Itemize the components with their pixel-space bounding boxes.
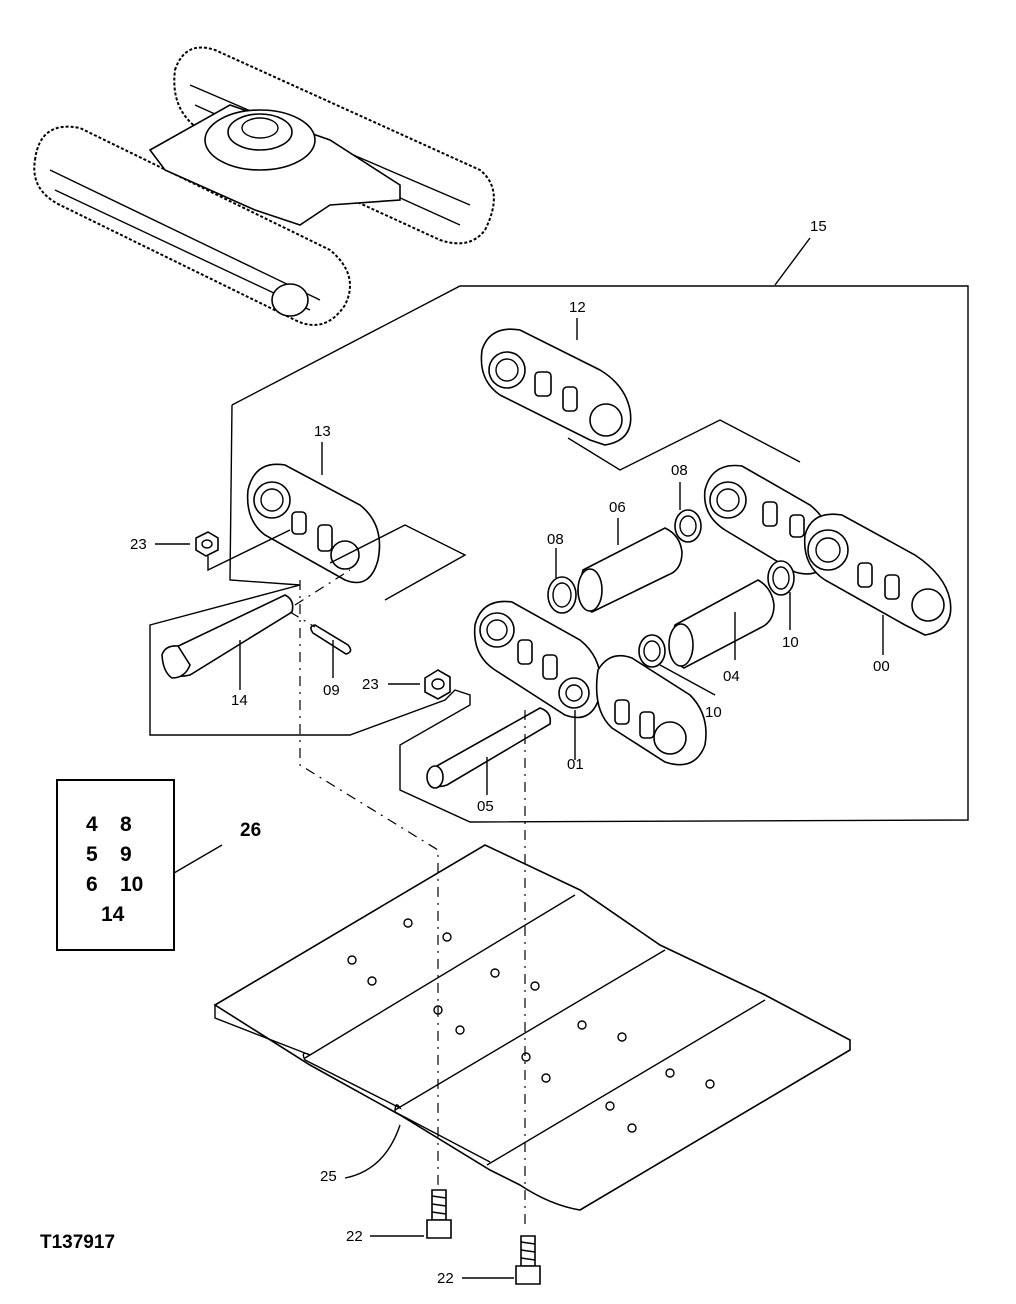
callout-23-lower: 23	[362, 676, 379, 693]
nut-23-lower	[388, 669, 451, 700]
callout-04: 04	[723, 668, 740, 685]
kit-item: 10	[120, 873, 144, 896]
seal-08-right	[674, 482, 702, 543]
callout-08-right: 08	[671, 462, 688, 479]
seal-08-left	[547, 548, 577, 614]
pin-14	[161, 569, 351, 690]
bushing-04	[668, 579, 775, 669]
kit-26-leader	[173, 844, 223, 874]
kit-item: 8	[120, 813, 132, 836]
callout-25: 25	[320, 1168, 337, 1185]
callout-13: 13	[314, 423, 331, 440]
callout-01: 01	[567, 756, 584, 773]
pin-05	[426, 707, 552, 795]
kit-item: 9	[120, 843, 132, 866]
callout-06: 06	[609, 499, 626, 516]
callout-15: 15	[810, 218, 827, 235]
cotter-pin-09	[289, 611, 352, 678]
kit-26-box	[56, 779, 175, 951]
nut-23-upper	[155, 529, 291, 572]
figure-id: T137917	[40, 1232, 116, 1253]
callout-12: 12	[569, 299, 586, 316]
seal-10-lower	[638, 634, 716, 696]
callout-23-upper: 23	[130, 536, 147, 553]
kit-item: 6	[86, 873, 98, 896]
kit-item: 14	[101, 903, 125, 926]
callout-08-left: 08	[547, 531, 564, 548]
kit-item: 5	[86, 843, 98, 866]
callout-09: 09	[323, 682, 340, 699]
callout-14: 14	[231, 692, 248, 709]
bolt-22-left	[370, 1189, 452, 1239]
bushing-06	[577, 518, 683, 613]
callout-22-right: 22	[437, 1270, 454, 1287]
bolt-22-right	[462, 1235, 541, 1285]
callout-00: 00	[873, 658, 890, 675]
link-13	[246, 463, 467, 601]
callout-26: 26	[240, 820, 262, 841]
assembly-centerlines	[299, 580, 526, 1230]
link-12	[480, 328, 801, 471]
callout-22-left: 22	[346, 1228, 363, 1245]
track-shoes-25	[213, 844, 851, 1211]
seal-10-right	[767, 560, 795, 630]
callout-10-right: 10	[782, 634, 799, 651]
master-link-01	[473, 600, 707, 766]
link-pair-00	[703, 464, 952, 655]
callout-10-lower: 10	[705, 704, 722, 721]
kit-15-outline	[149, 237, 969, 823]
kit-item: 4	[86, 813, 98, 836]
undercarriage-assembly	[33, 46, 495, 326]
callout-05: 05	[477, 798, 494, 815]
